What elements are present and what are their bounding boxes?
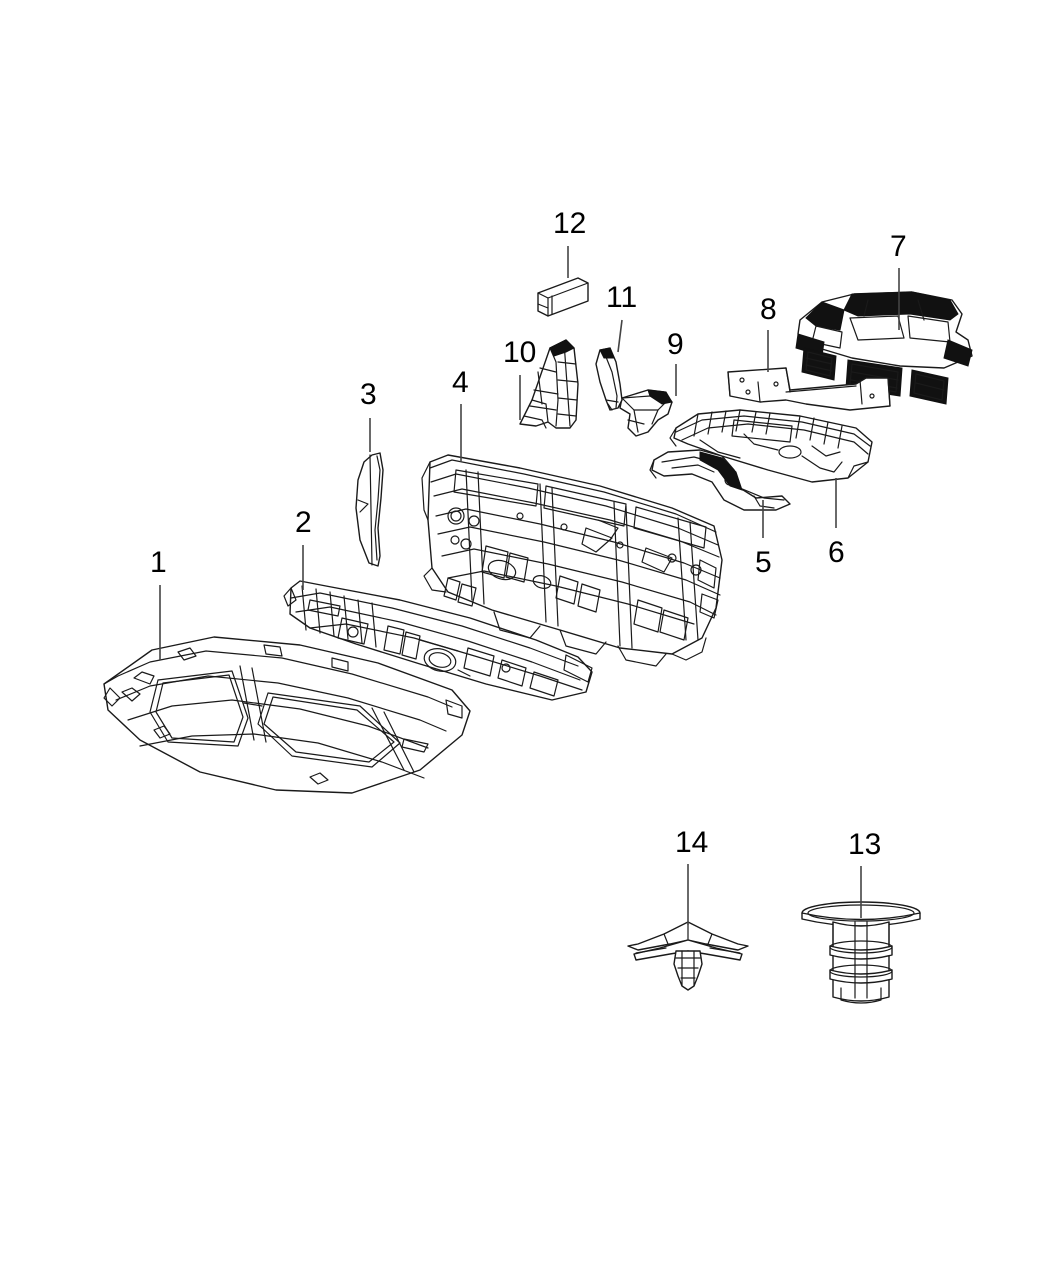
part-3-cowl-side-silencer[interactable] <box>355 452 384 567</box>
callout-label-2: 2 <box>295 506 312 539</box>
callout-label-6: 6 <box>828 536 845 569</box>
part-10-wheelhouse-silencer[interactable] <box>519 339 579 429</box>
callout-label-3: 3 <box>360 378 377 411</box>
part-14-push-in-clip[interactable] <box>627 921 749 991</box>
callout-label-14: 14 <box>675 826 709 859</box>
callout-label-4: 4 <box>452 366 469 399</box>
part-8-heat-shield-pad[interactable] <box>727 367 891 411</box>
part-9-wheelhouse-wedge-silencer[interactable] <box>619 389 673 437</box>
part-11-a-pillar-silencer[interactable] <box>595 347 623 411</box>
part-1-floor-pan-silencer[interactable] <box>103 636 471 794</box>
callout-label-1: 1 <box>150 546 167 579</box>
part-4-dash-panel-outer-silencer[interactable] <box>421 454 723 667</box>
callout-label-13: 13 <box>848 828 882 861</box>
callout-label-10: 10 <box>503 336 537 369</box>
callout-label-11: 11 <box>606 281 638 314</box>
callout-label-9: 9 <box>667 328 684 361</box>
callout-label-7: 7 <box>890 230 907 263</box>
part-12-foam-block-silencer[interactable] <box>537 277 589 317</box>
callout-label-5: 5 <box>755 546 772 579</box>
part-2-dash-panel-inner-silencer[interactable] <box>283 580 593 701</box>
callout-label-12: 12 <box>553 207 587 240</box>
part-6-front-floor-tunnel-silencer[interactable] <box>669 409 873 483</box>
callout-label-8: 8 <box>760 293 777 326</box>
leader-lines <box>159 246 900 925</box>
